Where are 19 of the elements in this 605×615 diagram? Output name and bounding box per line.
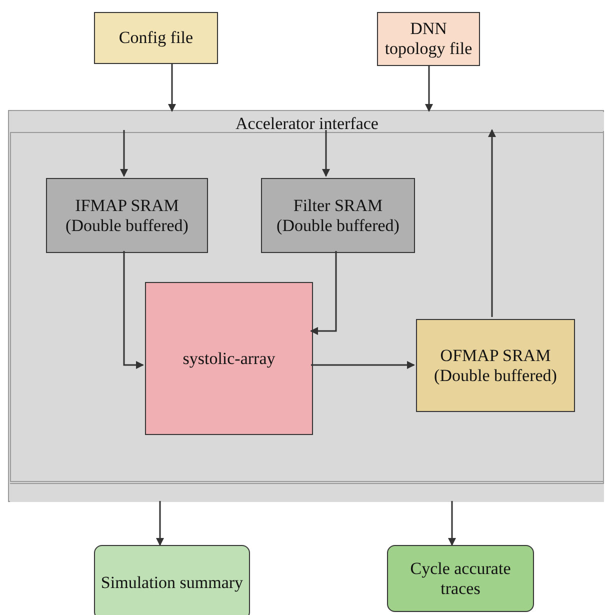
arrow (123, 251, 144, 369)
arrow (156, 501, 164, 546)
process-box: OFMAP SRAM (Double buffered) (416, 319, 575, 412)
process-box: DNN topology file (377, 12, 480, 66)
arrow (310, 251, 337, 335)
band (10, 483, 604, 502)
process-box: IFMAP SRAM (Double buffered) (46, 178, 208, 253)
arrow (120, 130, 128, 177)
arrow (425, 66, 433, 112)
process-box: Config file (94, 12, 218, 64)
process-box: systolic-array (145, 282, 313, 435)
arrow (448, 501, 456, 546)
arrow (168, 64, 176, 112)
arrow (311, 361, 415, 369)
process-box: Cycle accurate traces (387, 545, 534, 612)
arrow (488, 129, 496, 317)
process-box: Simulation summary (94, 545, 250, 615)
process-box: Filter SRAM (Double buffered) (261, 178, 415, 253)
arrow (322, 130, 330, 177)
